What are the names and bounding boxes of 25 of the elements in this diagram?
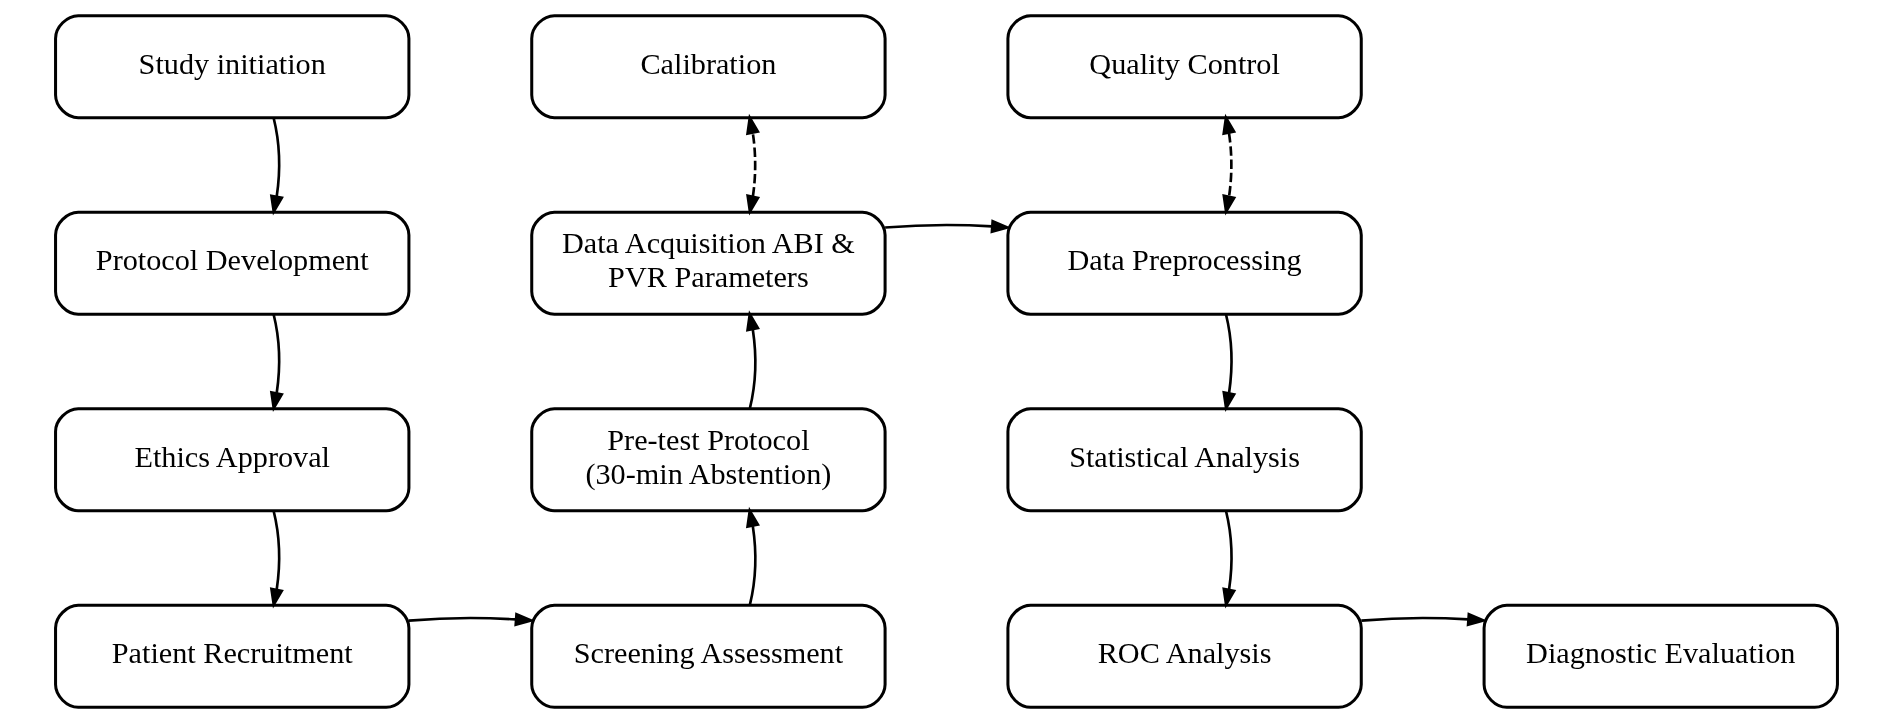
node-box: ROC Analysis — [1006, 603, 1363, 709]
arrow — [885, 219, 1012, 234]
arrow — [1222, 113, 1237, 216]
node-box: Statistical Analysis — [1006, 407, 1363, 513]
node-box: Protocol Development — [54, 210, 411, 316]
node-box: Calibration — [530, 14, 887, 120]
node-box: Quality Control — [1006, 14, 1363, 120]
node-box: Data Acquisition ABI & PVR Parameters — [530, 210, 887, 316]
node-box: Study initiation — [54, 14, 411, 120]
arrow — [1222, 313, 1237, 413]
node-box: Ethics Approval — [54, 407, 411, 513]
arrow — [745, 506, 760, 605]
node-box: Data Preprocessing — [1006, 210, 1363, 316]
arrow — [269, 313, 284, 413]
node-box: Screening Assessment — [530, 603, 887, 709]
arrow — [408, 612, 536, 627]
arrow — [745, 310, 760, 409]
arrow — [1361, 612, 1488, 627]
arrow — [745, 113, 761, 216]
node-box: Patient Recruitment — [54, 603, 411, 709]
arrow — [1222, 510, 1237, 609]
node-box: Diagnostic Evaluation — [1482, 603, 1839, 709]
arrow — [269, 510, 284, 609]
node-box: Pre-test Protocol (30-min Abstention) — [530, 407, 887, 513]
arrow — [269, 117, 284, 216]
